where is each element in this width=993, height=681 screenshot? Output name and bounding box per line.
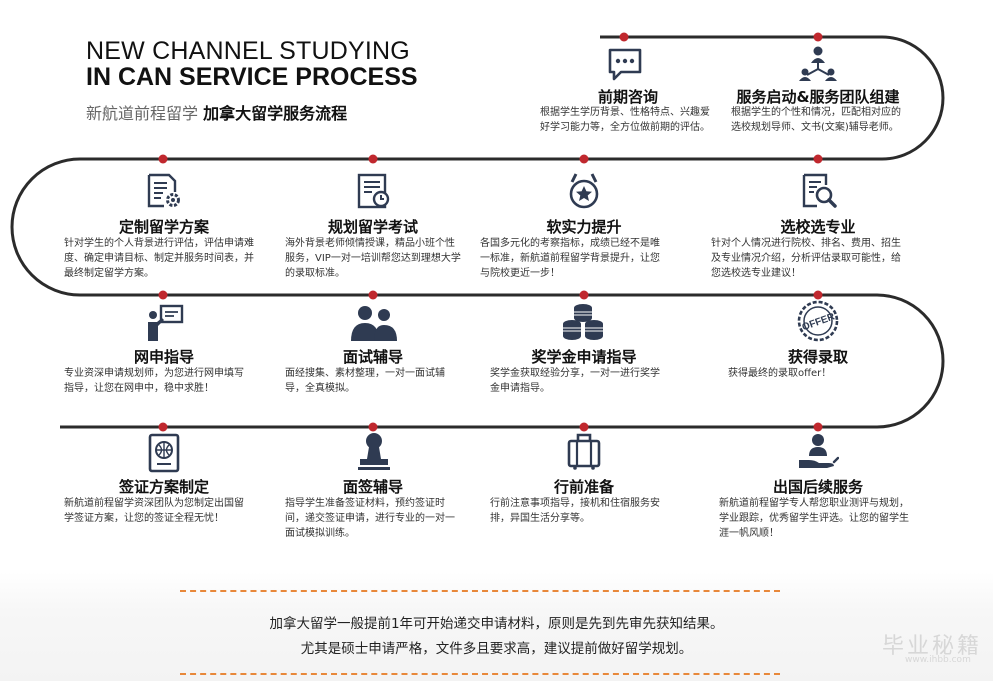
- presenter-icon: [148, 304, 184, 341]
- step-title: 行前准备: [553, 478, 614, 496]
- track-dot: [813, 422, 823, 432]
- track-dot: [579, 290, 589, 300]
- step-title: 软实力提升: [546, 218, 622, 236]
- offer-stamp-icon: OFFER: [797, 300, 839, 342]
- team-network-icon: [799, 46, 837, 81]
- step-title: 签证方案制定: [118, 478, 209, 496]
- track-dot: [158, 290, 168, 300]
- track-dot: [158, 154, 168, 164]
- step-title: 服务启动&服务团队组建: [736, 88, 900, 106]
- note-line1: 加拿大留学一般提前1年可开始递交申请材料，原则是先到先审先获知结果。: [269, 616, 724, 632]
- subtitle: 新航道前程留学 加拿大留学服务流程: [86, 100, 347, 124]
- passport-icon: [148, 433, 180, 473]
- note-divider-top: [180, 590, 780, 592]
- suitcase-icon: [567, 433, 601, 470]
- title-line1: NEW CHANNEL STUDYING: [86, 37, 410, 65]
- subtitle-light: 新航道前程留学: [86, 104, 199, 123]
- watermark-text: 毕业秘籍: [882, 634, 983, 659]
- medal-icon: [569, 173, 599, 209]
- subtitle-bold: 加拿大留学服务流程: [203, 104, 348, 123]
- step-title: 面试辅导: [342, 348, 403, 366]
- document-search-icon: [802, 173, 837, 208]
- step-desc: 针对学生的个人背景进行评估，评估申请难度、确定申请目标、制定并服务时间表，并最终…: [64, 238, 254, 279]
- note-divider-bottom: [180, 673, 780, 675]
- step-title: 选校选专业: [780, 218, 856, 236]
- step-title: 规划留学考试: [327, 218, 418, 236]
- track-dot: [368, 290, 378, 300]
- step-desc: 新航道前程留学专人帮您职业测评与规划，学业跟踪，优秀留学生评选。让您的留学生涯一…: [719, 498, 909, 539]
- coins-icon: [563, 304, 603, 340]
- title-line2: IN CAN SERVICE PROCESS: [86, 63, 418, 91]
- step-desc: 新航道前程留学资深团队为您制定出国留学签证方案，让您的签证全程无忧！: [64, 498, 244, 524]
- step-desc: 行前注意事项指导，接机和住宿服务安排，异国生活分享等。: [490, 498, 660, 524]
- chat-bubble-icon: [608, 48, 642, 81]
- step-title: 定制留学方案: [118, 218, 209, 236]
- plan-gear-icon: [147, 173, 180, 208]
- watermark-url: www.ihbb.com: [905, 655, 971, 665]
- step-title: 面签辅导: [342, 478, 403, 496]
- track-dot: [813, 154, 823, 164]
- step-title: 奖学金申请指导: [531, 348, 637, 366]
- track-dot: [579, 154, 589, 164]
- step-title: 网申指导: [133, 348, 194, 366]
- step-desc: 各国多元化的考察指标，成绩已经不是唯一标准，新航道前程留学背景提升，让您与院校更…: [480, 238, 660, 279]
- track-dot: [158, 422, 168, 432]
- step-desc: 针对个人情况进行院校、排名、费用、招生及专业情况介绍，分析评估录取可能性，给您选…: [711, 238, 901, 279]
- step-desc: 根据学生学历背景、性格特点、兴趣爱好学习能力等，全方位做前期的评估。: [540, 107, 710, 133]
- track-dot: [813, 32, 823, 42]
- step-desc: 专业资深申请规划师，为您进行网申填写指导，让您在网申中，稳中求胜！: [64, 368, 244, 394]
- step-desc: 海外背景老师倾情授课，精品小班个性服务，VIP一对一培训帮您达到理想大学的录取标…: [285, 238, 461, 279]
- step-desc: 获得最终的录取offer！: [728, 368, 832, 379]
- track-dot: [579, 422, 589, 432]
- interview-people-icon: [351, 306, 397, 341]
- track-dot: [619, 32, 629, 42]
- step-title: 出国后续服务: [772, 478, 863, 496]
- exam-clock-icon: [357, 173, 390, 209]
- step-desc: 奖学金获取经验分享，一对一进行奖学金申请指导。: [490, 368, 660, 394]
- step-desc: 根据学生的个性和情况，匹配相对应的选校规划导师、文书(文案)辅导老师。: [731, 107, 901, 133]
- step-desc: 面经搜集、素材整理，一对一面试辅导，全真模拟。: [285, 368, 445, 394]
- service-hand-icon: [799, 434, 839, 468]
- note-line2: 尤其是硕士申请严格，文件多且要求高，建议提前做好留学规划。: [300, 641, 693, 657]
- step-desc: 指导学生准备签证材料，预约签证时间，递交签证申请，进行专业的一对一面试模拟训练。: [285, 498, 455, 539]
- visa-stamp-icon: [358, 433, 390, 470]
- track-dot: [368, 154, 378, 164]
- step-title: 前期咨询: [597, 88, 658, 106]
- track-dot: [813, 290, 823, 300]
- step-title: 获得录取: [787, 348, 848, 366]
